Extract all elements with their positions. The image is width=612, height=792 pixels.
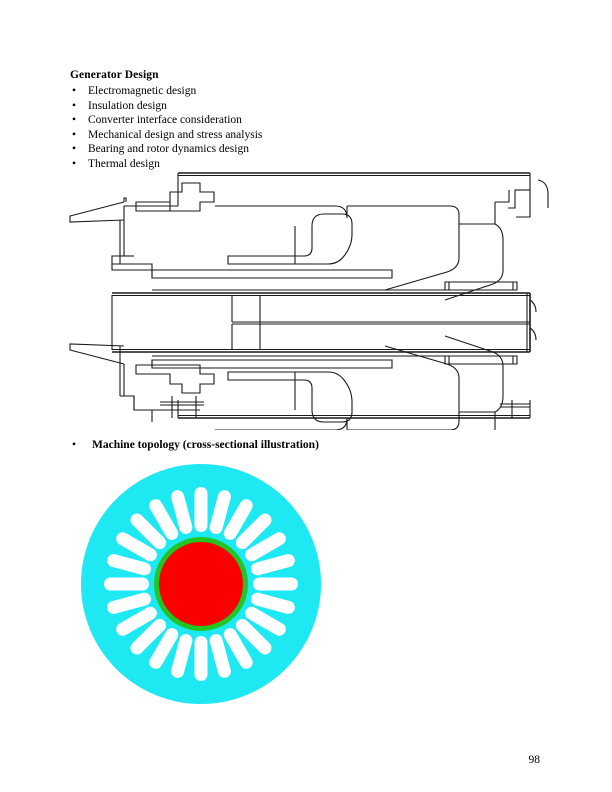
bullet-icon: • [72, 85, 77, 97]
cross-section-geometry [69, 172, 549, 430]
bullet-icon: • [72, 439, 77, 451]
list-item-label: Bearing and rotor dynamics design [88, 143, 249, 156]
stator-slot [116, 532, 157, 562]
stator-slot [130, 618, 167, 655]
stator-slot [149, 499, 179, 540]
stator-slot [235, 618, 272, 655]
bullet-icon: • [72, 157, 77, 170]
stator-slot [130, 513, 167, 550]
stator-slot [235, 513, 272, 550]
list-item-label: Electromagnetic design [88, 85, 197, 97]
stator-slot [251, 592, 295, 614]
generator-design-section: Generator Design • Electromagnetic desig… [70, 68, 530, 172]
figure-caption-topology: • Machine topology (cross-sectional illu… [70, 438, 540, 453]
list-item: • Electromagnetic design [70, 84, 530, 99]
stator-slot [245, 532, 286, 562]
list-item: • Thermal design [70, 157, 530, 172]
list-item-label: Converter interface consideration [88, 114, 242, 127]
generator-design-bullet-list: • Electromagnetic design • Insulation de… [70, 84, 530, 172]
stator-slot [107, 554, 151, 576]
caption-label: Machine topology (cross-sectional illust… [92, 439, 319, 451]
page-title: Generator Design [70, 69, 159, 81]
rotor-core [159, 542, 243, 626]
bullet-icon: • [72, 143, 77, 156]
stator-slot [171, 490, 193, 534]
page-number: 98 [528, 754, 541, 766]
stator-slot [194, 487, 208, 532]
stator-slot [245, 606, 286, 636]
stator-slot [223, 499, 253, 540]
stator-slot [209, 634, 231, 678]
list-item: • Converter interface consideration [70, 113, 530, 128]
stator-slot [116, 606, 157, 636]
bullet-icon: • [72, 99, 77, 112]
list-item-label: Thermal design [88, 157, 160, 170]
stator-slot [171, 634, 193, 678]
list-item: • Mechanical design and stress analysis [70, 128, 530, 143]
stator-slot [194, 636, 208, 681]
stator-slot-group [104, 487, 298, 681]
list-item: • Bearing and rotor dynamics design [70, 142, 530, 157]
stator-slot [104, 577, 149, 591]
stator-slot [209, 490, 231, 534]
list-item-label: Insulation design [88, 99, 167, 112]
bullet-icon: • [72, 128, 77, 141]
stator-slot [251, 554, 295, 576]
cross-section-svg [69, 172, 549, 430]
stator-slot [107, 592, 151, 614]
generator-cross-section-drawing [60, 160, 560, 430]
topology-geometry [81, 464, 321, 704]
bullet-icon: • [72, 114, 77, 127]
list-item: • Insulation design [70, 99, 530, 114]
stator-slot [149, 628, 179, 669]
topology-svg [81, 464, 321, 704]
stator-slot [223, 628, 253, 669]
stator-slot [253, 577, 298, 591]
list-item-label: Mechanical design and stress analysis [88, 128, 263, 141]
machine-topology-diagram [75, 460, 335, 710]
